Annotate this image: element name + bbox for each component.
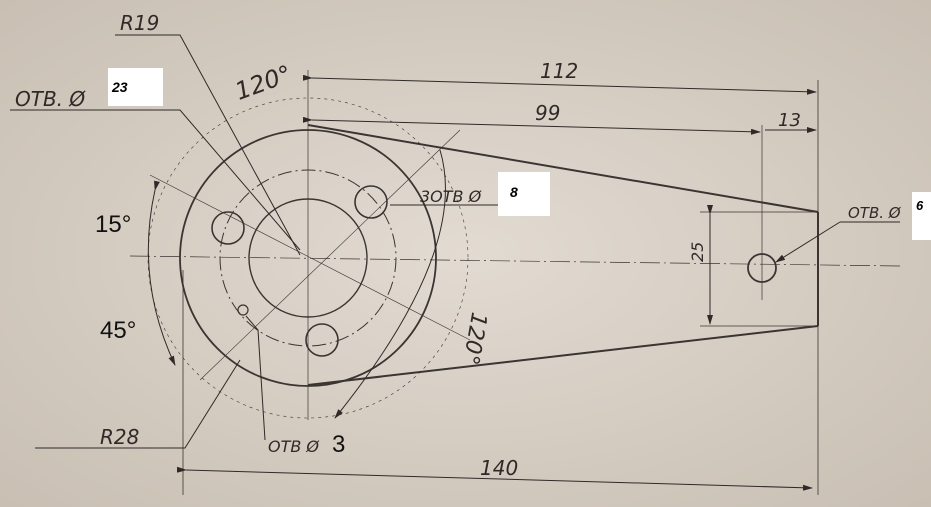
part-outline: [129, 70, 901, 495]
small-hole-d3: [237, 304, 249, 316]
white-patch: [912, 192, 931, 240]
label-end-hole-value: 6: [916, 198, 924, 213]
label-angle-15: 15°: [95, 211, 131, 238]
label-main-hole-value: 23: [111, 79, 128, 95]
bolt-hole-1: [211, 211, 245, 245]
horizontal-centerline: [129, 255, 901, 267]
radial-line-1: [149, 174, 471, 341]
label-small-hole-value: 3: [332, 431, 345, 458]
label-dim-25: 25: [688, 242, 707, 262]
label-end-hole-prefix: ОТВ. Ø: [848, 204, 902, 222]
label-dim-13: 13: [778, 110, 801, 131]
label-small-hole-prefix: ОТВ Ø: [268, 437, 319, 456]
label-angle-45: 45°: [100, 317, 136, 344]
top-edge: [307, 124, 819, 213]
angle-arc-guide: [147, 97, 469, 419]
bottom-edge: [307, 325, 819, 386]
label-r28: R28: [100, 425, 139, 449]
bolt-hole-2: [354, 185, 388, 219]
label-r19: R19: [120, 11, 159, 35]
radial-line-2: [199, 129, 461, 381]
white-patch: [498, 172, 550, 216]
label-main-hole-prefix: ОТВ. Ø: [15, 87, 86, 111]
label-three-holes-prefix: 3ОТВ Ø: [420, 187, 482, 206]
label-three-holes-value: 8: [510, 184, 518, 200]
label-dim-99: 99: [535, 101, 560, 125]
white-patch: [108, 68, 163, 106]
bolt-hole-3: [305, 323, 339, 357]
annotations: R19 ОТВ. Ø 23 120° 112 99 13 3ОТВ Ø 8 ОТ…: [15, 11, 931, 480]
label-dim-140: 140: [480, 456, 518, 480]
label-dim-112: 112: [540, 59, 578, 83]
